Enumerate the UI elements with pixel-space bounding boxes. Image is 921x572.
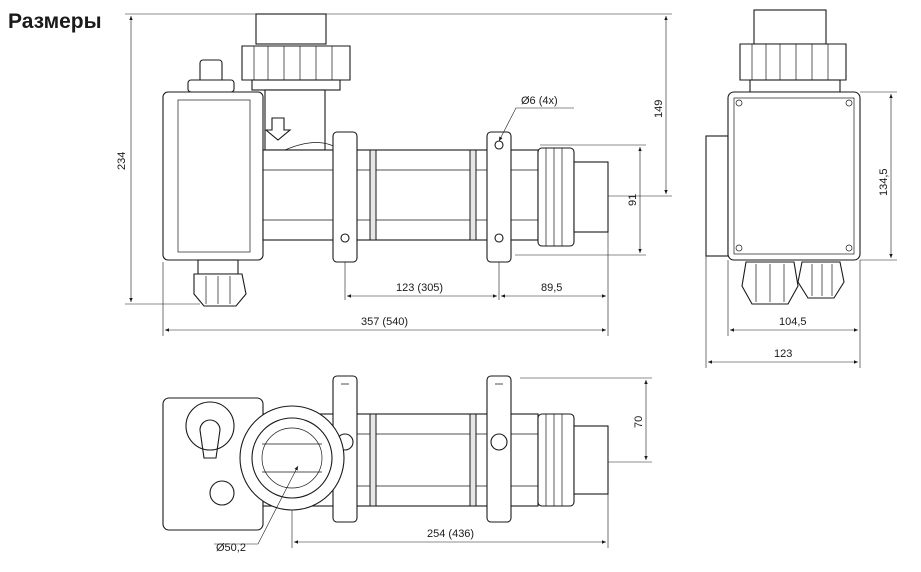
dim-357-540: 357 (540) [361,316,408,328]
dim-70: 70 [633,416,645,428]
dim-123-305: 123 (305) [396,282,443,294]
dim-149: 149 [653,100,665,118]
dim-254-436: 254 (436) [427,528,474,540]
page-title: Размеры [8,10,102,33]
top-dimensions: 70 Ø50,2 254 (436) [214,377,652,554]
dim-diameter-50-2: Ø50,2 [216,542,246,554]
dim-134-5: 134,5 [878,168,890,196]
dim-123-side: 123 [774,348,792,360]
dim-91: 91 [627,194,639,206]
dim-234: 234 [116,152,128,170]
dim-104-5: 104,5 [779,316,807,328]
dim-pipe-diameter: Ø6 (4x) [521,95,558,107]
dim-89-5: 89,5 [541,282,562,294]
front-dimensions: 234 149 Ø6 (4x) 91 123 (305) 89,5 357 (5… [116,13,672,336]
side-view [705,9,861,305]
front-view [162,13,609,307]
top-view [162,375,609,531]
side-dimensions: 134,5 104,5 123 [705,91,897,368]
